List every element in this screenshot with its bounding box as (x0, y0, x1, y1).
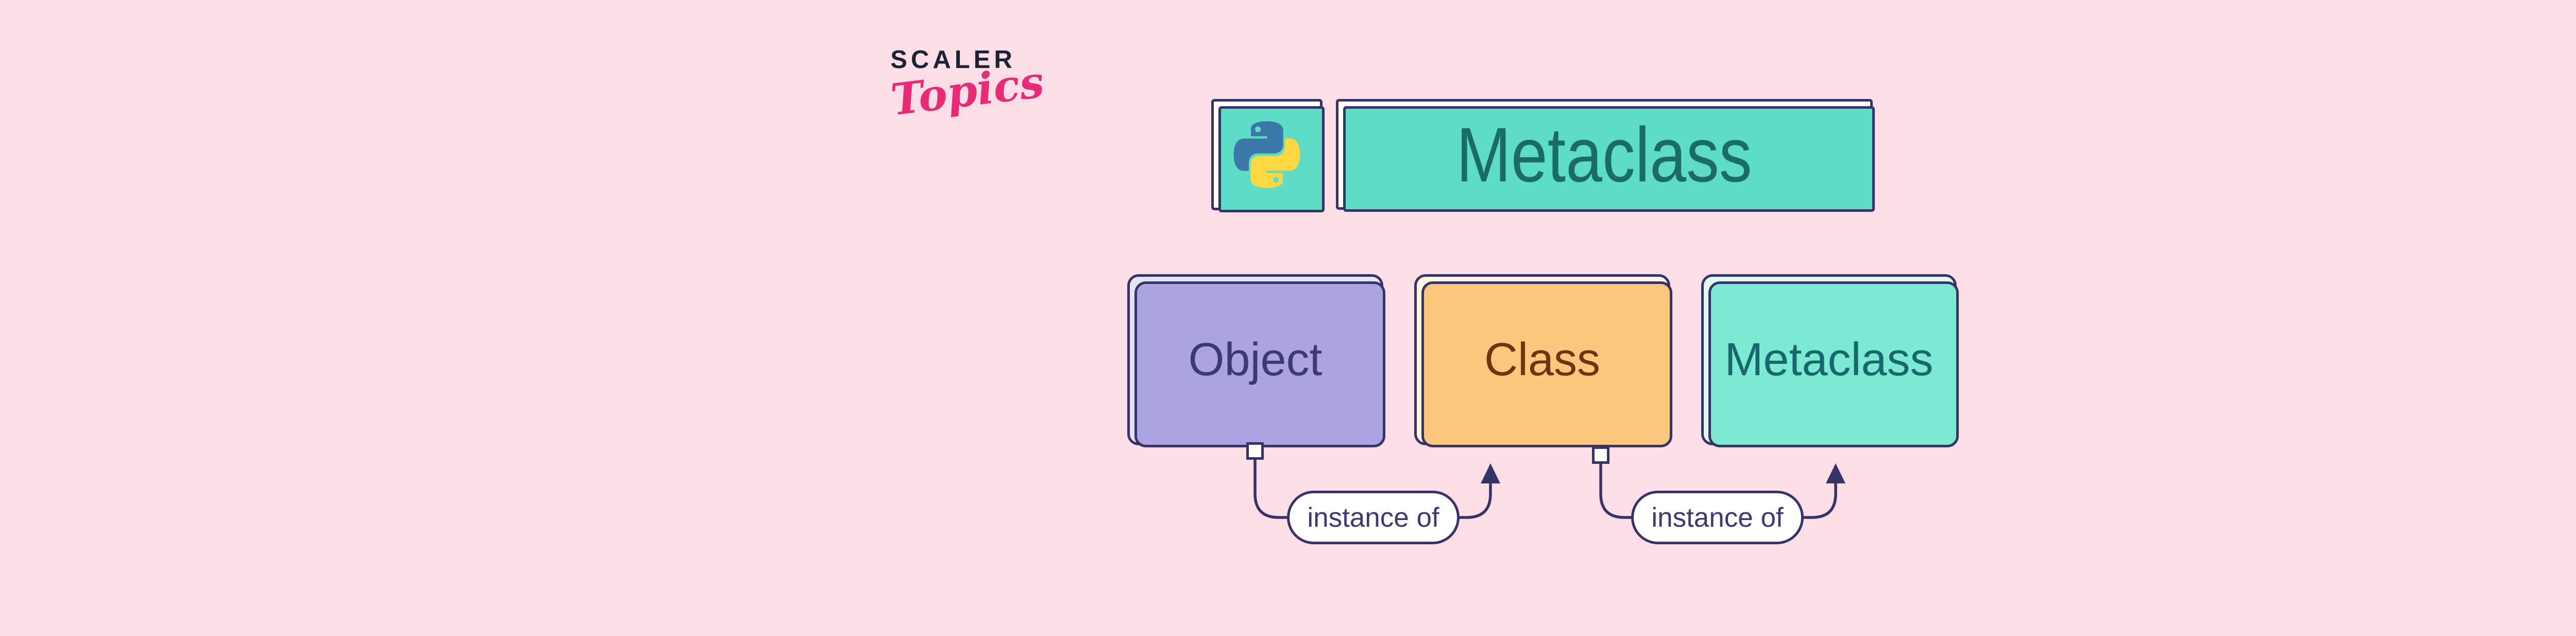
instance-of-text-2: instance of (1651, 502, 1784, 533)
wire-object-to-pill1 (1253, 459, 1289, 519)
node-metaclass: Metaclass (1701, 274, 1959, 447)
python-icon (1233, 121, 1300, 188)
object-bottom-port (1246, 442, 1264, 460)
arrowhead-up-icon (1481, 463, 1500, 483)
instance-of-label-1: instance of (1287, 491, 1460, 544)
scaler-topics-logo: SCALER Topics (884, 46, 1047, 125)
page-title: Metaclass (1456, 111, 1752, 198)
wire-pill1-to-class (1459, 483, 1492, 519)
node-class-label: Class (1484, 334, 1601, 386)
instance-of-label-2: instance of (1631, 491, 1804, 544)
logo-scaler-text: SCALER (890, 46, 1016, 74)
node-object-label: Object (1188, 334, 1323, 386)
title-box: Metaclass (1336, 99, 1875, 212)
class-bottom-port (1592, 446, 1609, 464)
node-class: Class (1414, 274, 1672, 447)
arrowhead-up-icon (1826, 463, 1845, 483)
node-metaclass-label: Metaclass (1724, 334, 1934, 386)
instance-of-text-1: instance of (1307, 502, 1439, 533)
wire-class-to-pill2 (1599, 463, 1633, 519)
python-logo-box (1211, 99, 1325, 212)
node-object: Object (1127, 274, 1385, 447)
wire-pill2-to-metaclass (1803, 483, 1837, 519)
